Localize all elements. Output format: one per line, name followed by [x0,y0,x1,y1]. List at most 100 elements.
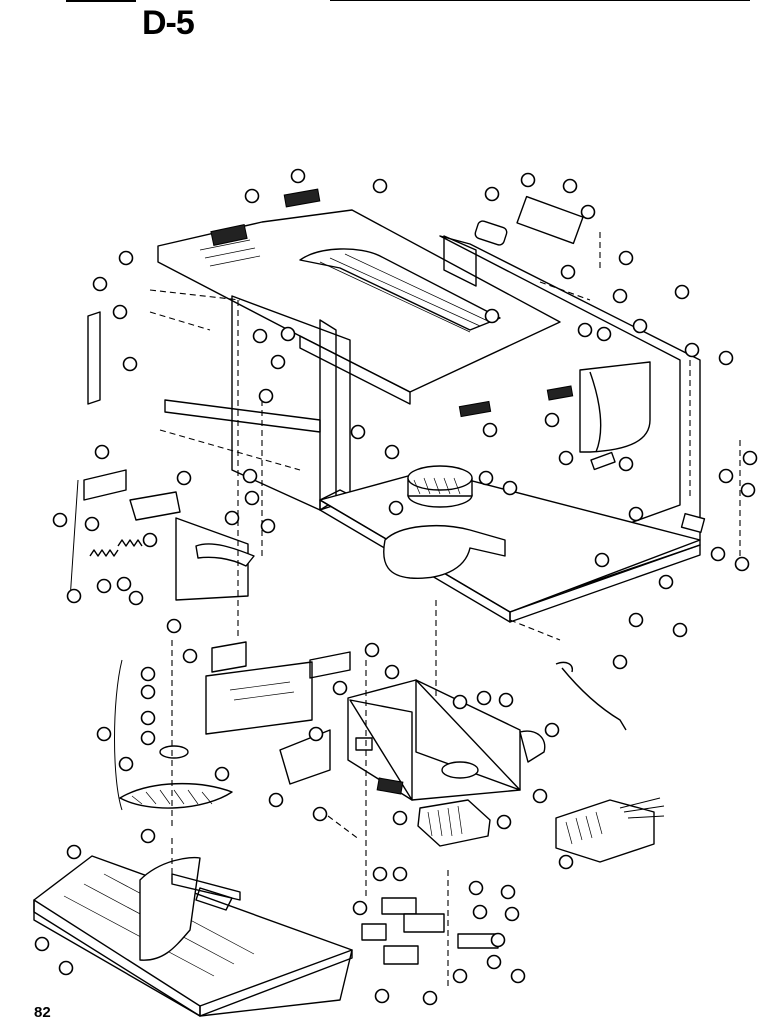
callout-marker [472,904,488,920]
callout-marker [392,866,408,882]
header-rule-left [66,0,136,2]
callout-marker [118,250,134,266]
callout-marker [34,936,50,952]
page-number: 82 [34,1004,51,1021]
callout-marker [502,480,518,496]
callout-marker [176,470,192,486]
callout-marker [628,506,644,522]
callout-marker [142,532,158,548]
callout-marker [476,690,492,706]
callout-marker [290,168,306,184]
callout-marker [718,350,734,366]
callout-marker [112,304,128,320]
callout-marker [224,510,240,526]
callout-marker [562,178,578,194]
callout-marker [58,960,74,976]
callout-marker [242,468,258,484]
callout-marker [490,932,506,948]
callout-marker [116,576,132,592]
callout-marker [252,328,268,344]
callout-marker [128,590,144,606]
callout-marker [496,814,512,830]
callout-marker [658,574,674,590]
callout-marker [268,792,284,808]
switch-cluster [361,870,499,990]
callout-marker [468,880,484,896]
callout-marker [478,470,494,486]
callout-marker [740,482,756,498]
callout-marker [214,766,230,782]
callout-marker [96,578,112,594]
callout-marker [710,546,726,562]
callout-marker [612,288,628,304]
callout-marker [312,806,328,822]
callout-marker [332,680,348,696]
callout-marker [558,450,574,466]
callout-marker [618,250,634,266]
callout-marker [560,264,576,280]
callout-marker [94,444,110,460]
callout-marker [140,730,156,746]
callout-marker [384,444,400,460]
callout-marker [140,710,156,726]
callout-marker [577,322,593,338]
callout-marker [244,490,260,506]
callout-marker [270,354,286,370]
callout-marker [558,854,574,870]
callout-marker [66,588,82,604]
callout-marker [612,654,628,670]
callout-marker [596,326,612,342]
callout-marker [372,178,388,194]
page-title: D-5 [142,4,195,42]
callout-marker [352,900,368,916]
callout-marker [166,618,182,634]
callout-marker [482,422,498,438]
callout-marker [84,516,100,532]
callout-marker [632,318,648,334]
callout-marker [500,884,516,900]
callout-marker [392,810,408,826]
callout-marker [244,188,260,204]
callout-marker [674,284,690,300]
stirrer-assembly [114,641,351,811]
callout-marker [372,866,388,882]
callout-marker [672,622,688,638]
callout-marker [96,726,112,742]
callout-marker [122,356,138,372]
callout-marker [182,648,198,664]
callout-marker [510,968,526,984]
callout-marker [594,552,610,568]
callout-marker [618,456,634,472]
callouts [34,168,758,1006]
callout-marker [544,412,560,428]
callout-marker [258,388,274,404]
callout-marker [422,990,438,1006]
main-chassis [157,188,706,623]
callout-marker [452,968,468,984]
callout-marker [140,684,156,700]
callout-marker [580,204,596,220]
callout-marker [350,424,366,440]
callout-marker [742,450,758,466]
callout-marker [92,276,108,292]
callout-marker [452,694,468,710]
callout-marker [140,828,156,844]
callout-marker [484,186,500,202]
callout-marker [484,308,500,324]
callout-marker [66,844,82,860]
callout-marker [504,906,520,922]
callout-marker [734,556,750,572]
callout-marker [684,342,700,358]
callout-marker [140,666,156,682]
callout-marker [532,788,548,804]
alignment-lines [149,232,741,900]
callout-marker [118,756,134,772]
callout-marker [374,988,390,1004]
base-tray [33,855,353,1017]
callout-marker [520,172,536,188]
callout-marker [384,664,400,680]
header-rule-right [330,0,750,1]
callout-marker [52,512,68,528]
callout-marker [718,468,734,484]
